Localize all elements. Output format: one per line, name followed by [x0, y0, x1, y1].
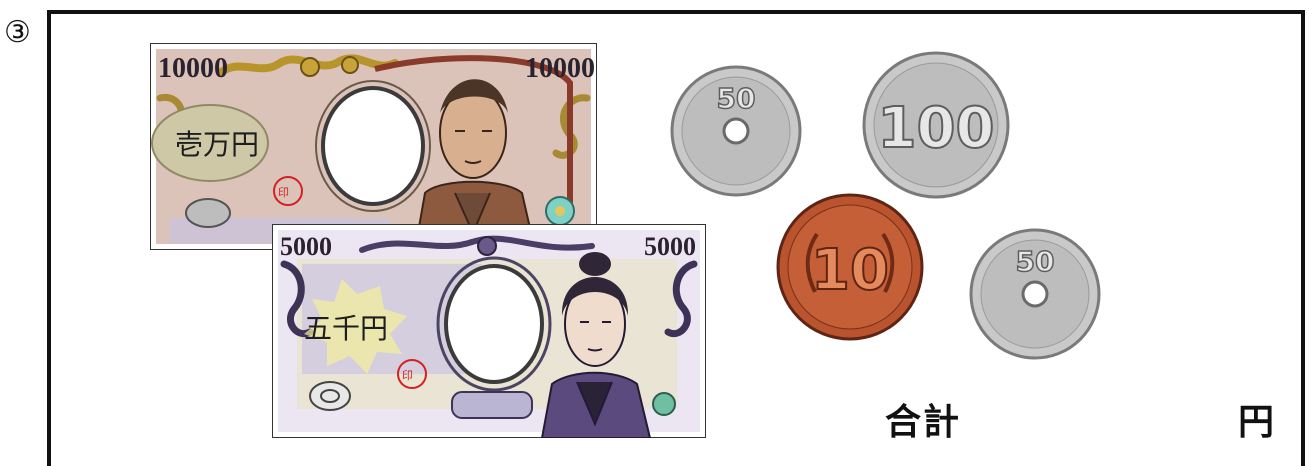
- question-frame: [47, 10, 1305, 466]
- bill-10000-value-right: 10000: [525, 53, 595, 84]
- svg-text:印: 印: [278, 186, 289, 199]
- bill-5000-kanji: 五千円: [304, 312, 388, 345]
- total-answer-blank[interactable]: [990, 392, 1220, 440]
- bill-5000: 5000 5000 五千円 印: [272, 224, 706, 438]
- svg-text:印: 印: [402, 369, 413, 382]
- total-label: 合計: [885, 402, 962, 443]
- bill-10000-value-left: 10000: [158, 53, 228, 84]
- coin-50-top-value: 50: [717, 82, 756, 115]
- bill-10000: 10000 10000 壱万円 印: [150, 43, 597, 250]
- bill-5000-value-left: 5000: [280, 232, 332, 261]
- bill-5000-value-right: 5000: [644, 232, 696, 261]
- coin-100: 100: [862, 51, 1010, 199]
- coin-50-bottom: 50: [969, 228, 1101, 360]
- coin-50-bottom-value: 50: [1016, 245, 1055, 278]
- coin-50-top: 50: [670, 65, 802, 197]
- coin-10: 10: [776, 193, 924, 341]
- portrait-5000: [540, 252, 652, 438]
- total-unit: 円: [1238, 402, 1275, 443]
- coin-10-value: 10: [811, 238, 889, 303]
- coin-100-value: 100: [878, 96, 995, 161]
- bill-10000-kanji: 壱万円: [175, 128, 259, 161]
- question-number: ③: [4, 15, 31, 50]
